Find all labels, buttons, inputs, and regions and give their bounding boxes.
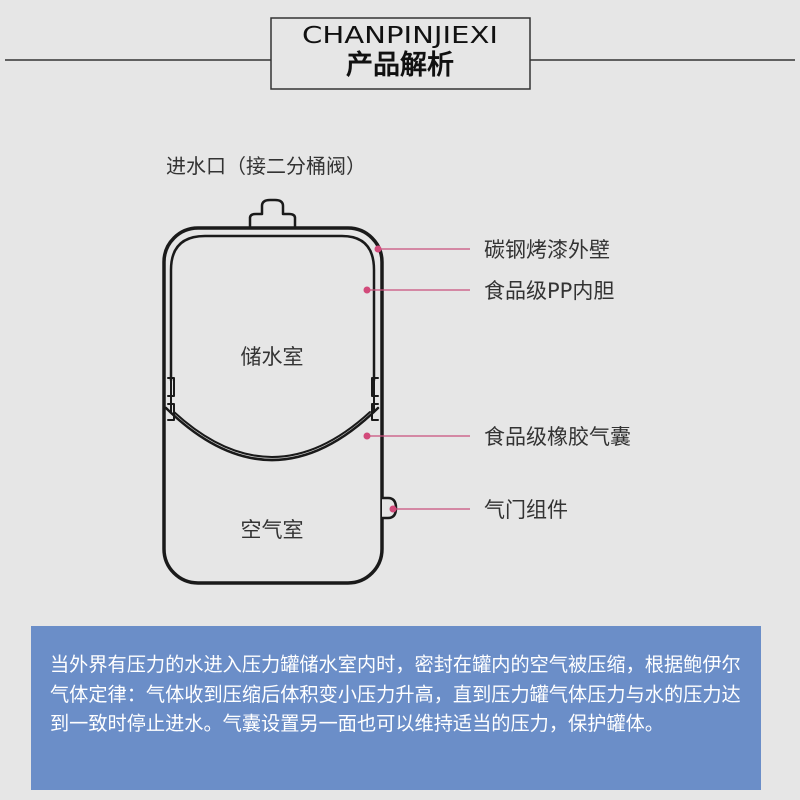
rubber-bladder-inner xyxy=(173,411,371,458)
inner-liner xyxy=(169,234,376,382)
air-chamber-label: 空气室 xyxy=(241,518,304,542)
header-box xyxy=(270,17,531,90)
callout-label-outer-wall: 碳钢烤漆外壁 xyxy=(484,238,610,262)
inlet-nozzle xyxy=(248,198,297,230)
callout-leaders xyxy=(363,245,470,513)
right-clamp xyxy=(371,377,379,421)
pressure-tank xyxy=(162,198,398,585)
callout-label-valve: 气门组件 xyxy=(484,498,568,522)
callout-dot-outer-wall xyxy=(374,245,382,253)
info-text: 当外界有压力的水进入压力罐储水室内时，密封在罐内的空气被压缩，根据鲍伊尔气体定律… xyxy=(50,653,741,735)
callout-dot-inner-liner xyxy=(363,286,371,294)
header-title: 产品解析 xyxy=(346,50,454,81)
inlet-label: 进水口（接二分桶阀） xyxy=(166,154,366,178)
rubber-bladder xyxy=(164,406,380,462)
left-clamp xyxy=(167,377,175,421)
info-panel: 当外界有压力的水进入压力罐储水室内时，密封在罐内的空气被压缩，根据鲍伊尔气体定律… xyxy=(31,626,761,790)
callout-dot-valve xyxy=(389,505,397,513)
header-pinyin: CHANPINJIEXI xyxy=(302,23,498,49)
callout-label-bladder: 食品级橡胶气囊 xyxy=(484,425,631,449)
callout-dot-bladder xyxy=(363,432,371,440)
outer-shell xyxy=(162,226,384,585)
callout-label-inner-liner: 食品级PP内胆 xyxy=(484,279,614,303)
water-chamber-label: 储水室 xyxy=(241,345,304,369)
